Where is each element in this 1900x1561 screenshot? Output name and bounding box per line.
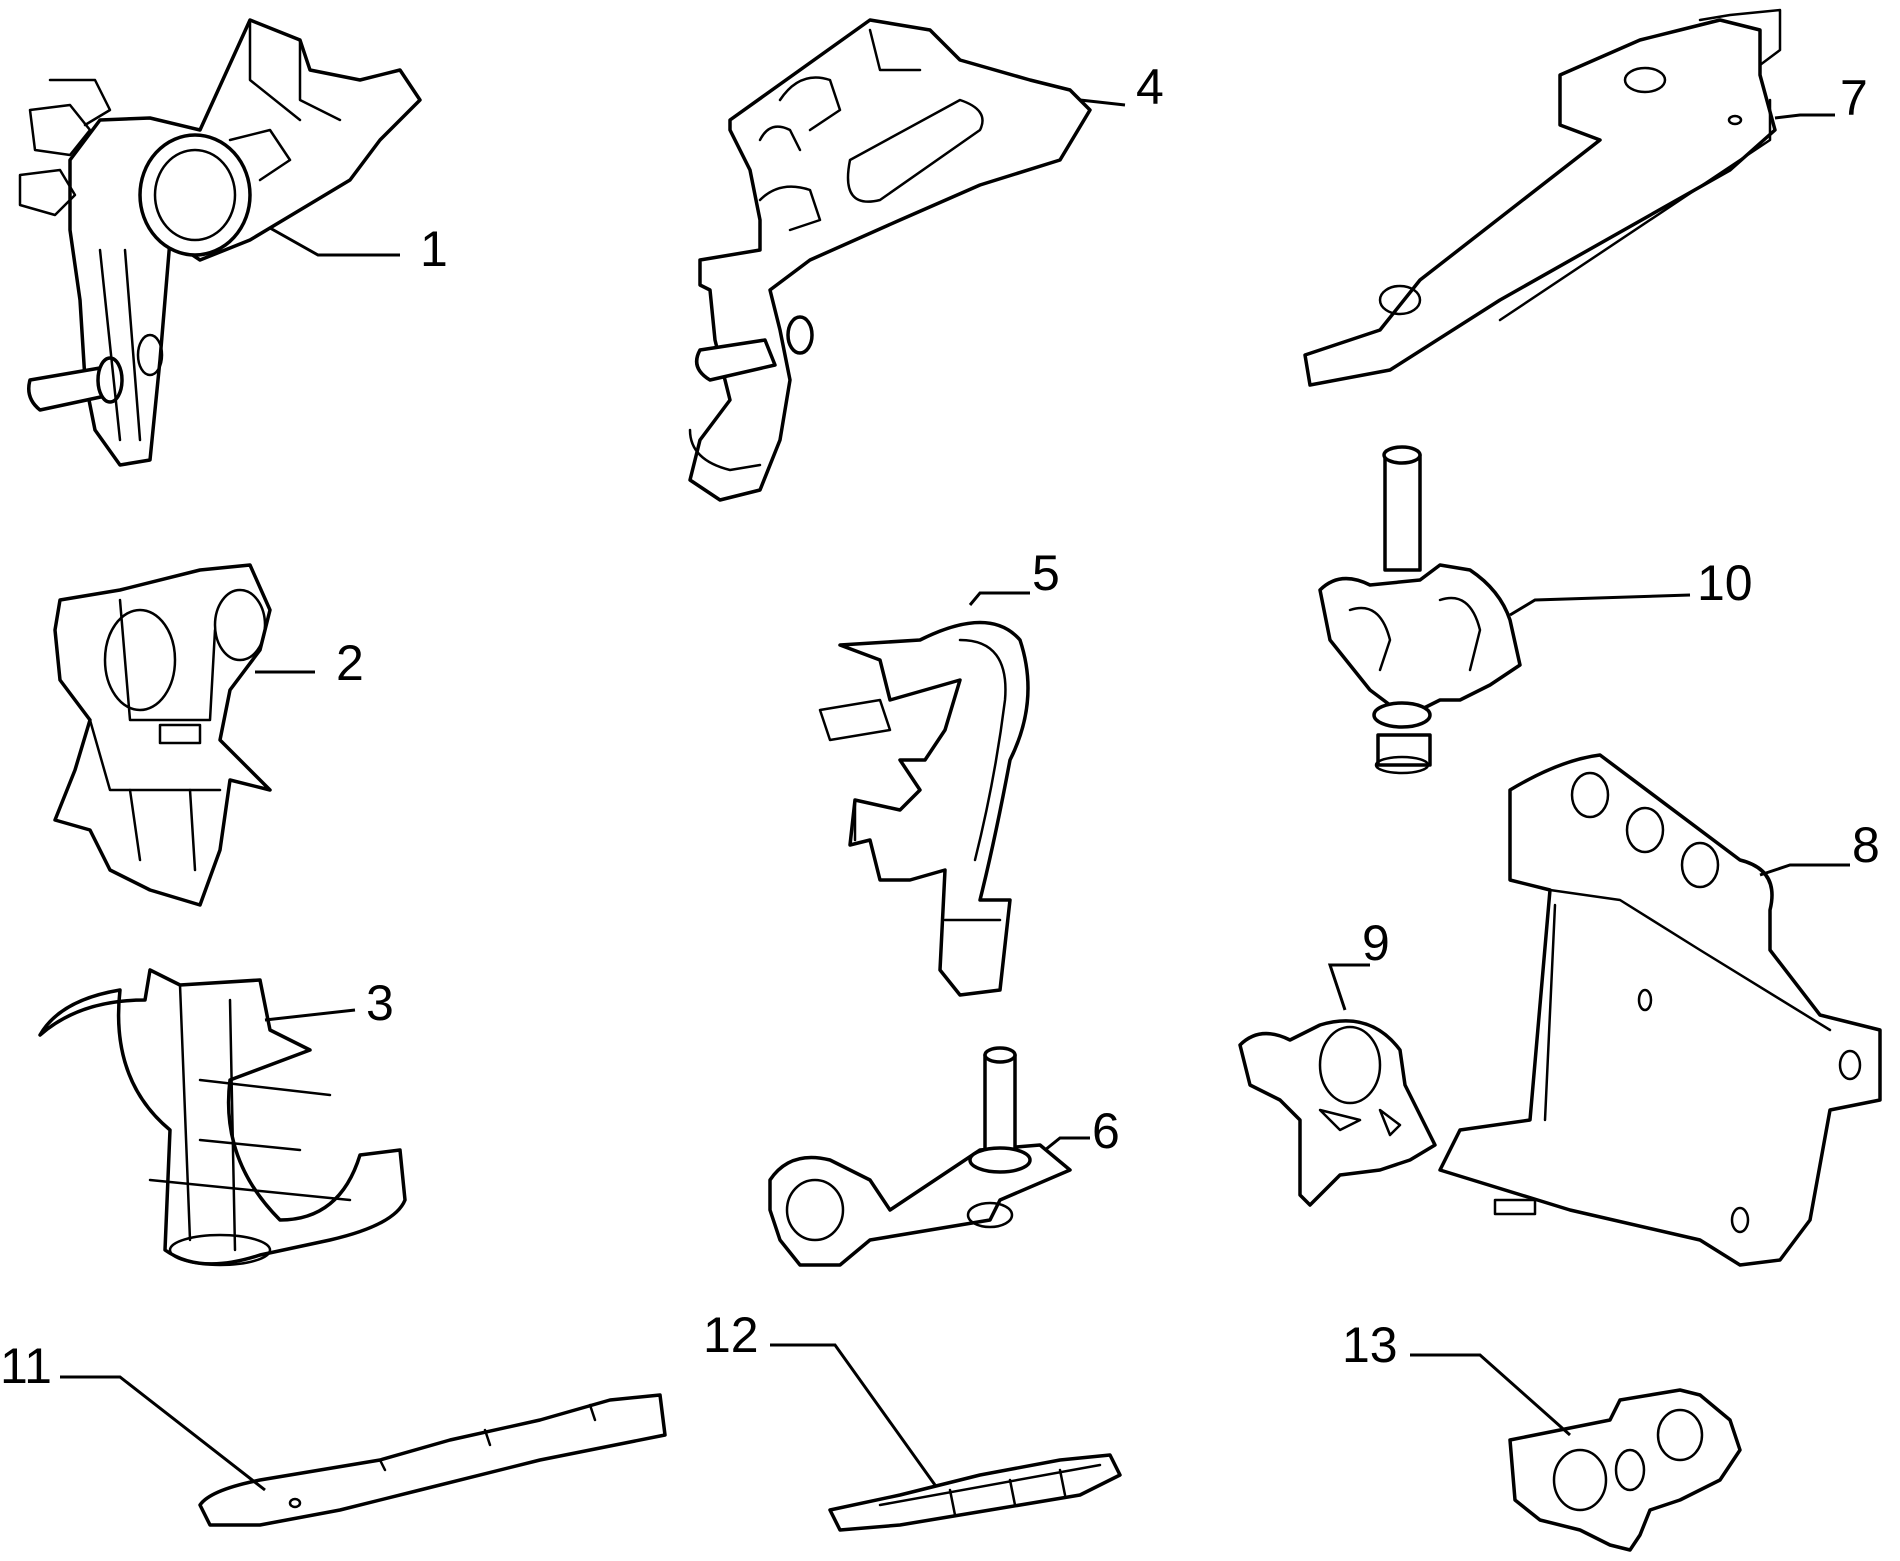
part-7 <box>1303 8 1782 387</box>
callout-3: 3 <box>366 975 394 1031</box>
callout-2: 2 <box>336 635 364 691</box>
leader-4 <box>1079 98 1126 107</box>
callout-7: 7 <box>1840 70 1868 126</box>
callout-11: 11 <box>0 1338 52 1394</box>
callout-10: 10 <box>1697 555 1753 611</box>
leader-11 <box>60 1375 266 1492</box>
leader-lines <box>60 98 1850 1492</box>
part-6 <box>768 1046 1072 1267</box>
leader-5 <box>968 591 1030 606</box>
callout-8: 8 <box>1852 817 1880 873</box>
part-11 <box>198 1393 667 1527</box>
leader-7 <box>1774 113 1835 120</box>
part-10 <box>1318 445 1522 775</box>
callout-13: 13 <box>1342 1317 1398 1373</box>
leader-6 <box>1044 1136 1090 1152</box>
leader-12 <box>770 1343 937 1486</box>
leader-10 <box>1509 593 1691 617</box>
leader-3 <box>264 1008 356 1022</box>
callout-5: 5 <box>1032 545 1060 601</box>
callout-6: 6 <box>1092 1103 1120 1159</box>
callout-12: 12 <box>703 1307 759 1363</box>
callout-1: 1 <box>420 221 448 277</box>
leader-8 <box>1759 863 1850 877</box>
callout-4: 4 <box>1136 59 1164 115</box>
part-12 <box>828 1453 1122 1532</box>
leader-9 <box>1327 963 1370 1011</box>
callout-labels: 1 2 3 4 5 6 7 8 9 10 11 12 13 <box>0 59 1880 1394</box>
part-3 <box>38 968 407 1267</box>
part-13 <box>1508 1388 1742 1552</box>
leader-1 <box>269 226 400 257</box>
part-8 <box>1438 753 1882 1267</box>
leader-13 <box>1410 1353 1571 1437</box>
part-5 <box>818 620 1030 997</box>
part-2 <box>53 563 272 907</box>
part-9 <box>1238 1019 1437 1207</box>
callout-9: 9 <box>1362 915 1390 971</box>
part-4 <box>688 18 1092 502</box>
part-1 <box>18 18 422 467</box>
